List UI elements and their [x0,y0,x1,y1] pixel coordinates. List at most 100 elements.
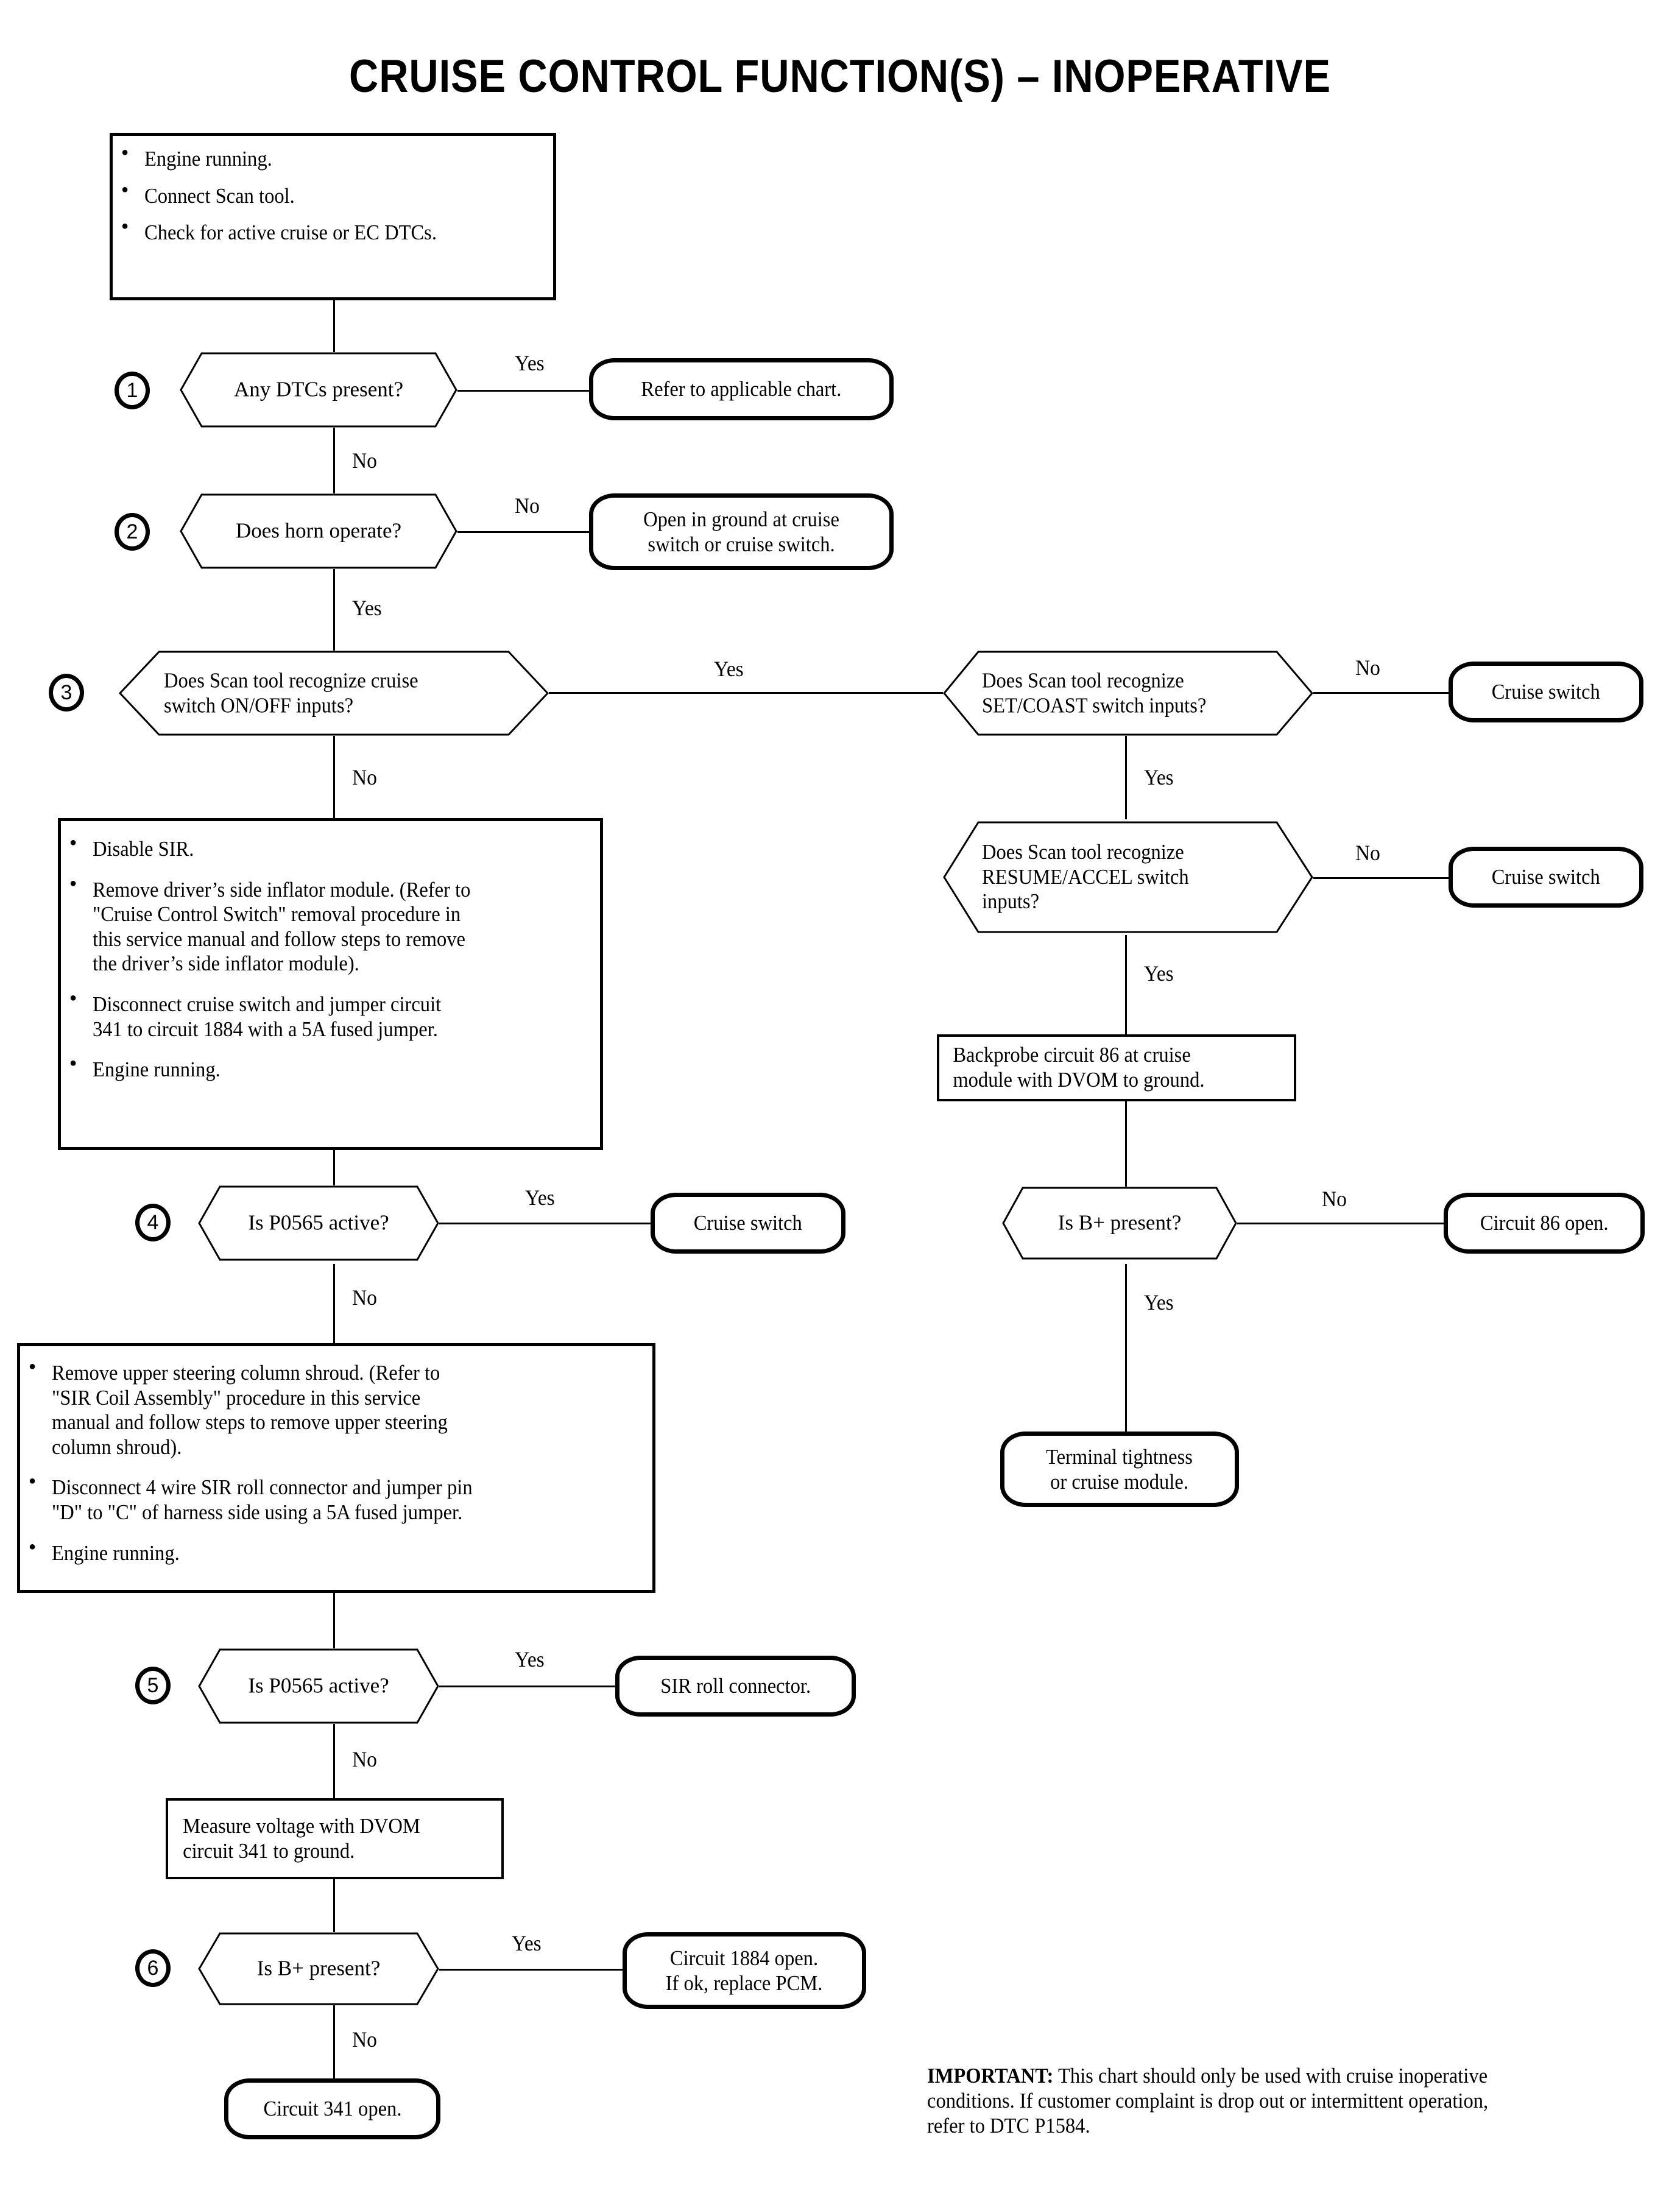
decision-is-p0565-active-step5: Is P0565 active? [198,1648,439,1724]
important-label: IMPORTANT: [927,2064,1054,2088]
branch-label-setcoast-yes: Yes [1144,765,1174,789]
decision-any-dtcs-present: Any DTCs present? [180,352,457,428]
step-badge-3: 3 [49,674,84,711]
result-label: Circuit 341 open. [263,2097,401,2121]
decision-label: Is P0565 active? [248,1673,389,1698]
instruction-measure-voltage-dvom: Measure voltage with DVOM circuit 341 to… [166,1798,504,1879]
connector-step4-to-block2 [333,1264,335,1343]
instruction-block-disable-sir: Disable SIR. Remove driver’s side inflat… [58,818,603,1150]
branch-label-step3-yes: Yes [714,657,744,681]
branch-label-step6-yes: Yes [512,1931,542,1955]
branch-label-step3-no: No [352,765,377,789]
result-circuit-1884-open: Circuit 1884 open. If ok, replace PCM. [623,1932,866,2009]
result-label: Refer to applicable chart. [641,377,842,401]
branch-label-step6-no: No [352,2027,377,2052]
connector-step5-to-measure [333,1713,335,1798]
connector-step3-to-block1 [333,724,335,818]
block1-bullet-2: Disconnect cruise switch and jumper circ… [93,992,442,1041]
connector-start-to-step1 [333,300,335,367]
branch-label-step4-no: No [352,1285,377,1310]
decision-scan-recognize-setcoast-inputs: Does Scan tool recognize SET/COAST switc… [943,651,1313,736]
connector-step1-to-step2 [333,420,335,530]
step-badge-1: 1 [115,372,150,409]
decision-label: Is P0565 active? [248,1210,389,1235]
connector-step4-no [439,1223,655,1224]
result-terminal-tightness-or-cruise-module: Terminal tightness or cruise module. [1000,1432,1239,1507]
branch-label-bplus-right-yes: Yes [1144,1290,1174,1315]
backprobe-text: Backprobe circuit 86 at cruise module wi… [953,1043,1205,1092]
branch-label-step5-yes: Yes [515,1647,545,1672]
branch-label-resume-no: No [1355,841,1380,865]
branch-label-step1-yes: Yes [515,351,545,375]
result-circuit-86-open: Circuit 86 open. [1444,1193,1645,1254]
result-label: Cruise switch [1491,680,1601,704]
block1-bullet-3: Engine running. [93,1057,221,1082]
connector-block2-to-step5 [333,1593,335,1663]
connector-backprobe-to-bplus [1125,1100,1127,1215]
result-open-in-ground-at-cruise-switch: Open in ground at cruise switch or cruis… [589,493,894,570]
decision-is-bplus-present-step6: Is B+ present? [198,1932,439,2005]
result-label: SIR roll connector. [660,1674,811,1698]
branch-label-step2-no: No [515,493,540,518]
connector-step2-no [457,531,591,533]
connector-measure-to-step6 [333,1879,335,1949]
step-badge-6: 6 [135,1949,171,1987]
branch-label-setcoast-no: No [1355,655,1380,680]
start-bullet-1: Connect Scan tool. [144,183,295,208]
measure-text: Measure voltage with DVOM circuit 341 to… [183,1813,420,1863]
result-cruise-switch-resume: Cruise switch [1449,847,1643,908]
decision-scan-recognize-resumeaccel-inputs: Does Scan tool recognize RESUME/ACCEL sw… [943,821,1313,933]
step-badge-5: 5 [135,1667,171,1704]
connector-block1-to-step4 [333,1148,335,1215]
instruction-backprobe-circuit86: Backprobe circuit 86 at cruise module wi… [937,1034,1296,1101]
decision-label: Is B+ present? [1057,1210,1182,1235]
branch-label-bplus-right-no: No [1322,1187,1347,1211]
connector-resume-to-backprobe [1125,935,1127,1036]
decision-label: Does Scan tool recognize cruise switch O… [164,668,418,717]
decision-label: Does Scan tool recognize RESUME/ACCEL sw… [981,840,1189,914]
result-sir-roll-connector: SIR roll connector. [615,1656,856,1717]
result-label: Cruise switch [1491,865,1601,889]
block2-bullet-1: Disconnect 4 wire SIR roll connector and… [52,1475,473,1524]
result-cruise-switch-step4: Cruise switch [651,1193,845,1254]
decision-label: Is B+ present? [256,1956,381,1980]
connector-bplus-to-terminal [1125,1264,1127,1435]
start-bullet-0: Engine running. [144,147,272,171]
connector-bplus-no [1237,1223,1447,1224]
connector-step1-yes [457,390,591,392]
result-label: Terminal tightness or cruise module. [1046,1444,1193,1494]
step-badge-2: 2 [115,513,150,551]
branch-label-step1-no: No [352,448,377,473]
block2-bullet-2: Engine running. [52,1541,180,1565]
connector-step5-yes [439,1686,618,1687]
start-instruction-block: Engine running. Connect Scan tool. Check… [110,133,556,300]
page-title: CRUISE CONTROL FUNCTION(S) – INOPERATIVE [349,51,1331,102]
result-label: Cruise switch [693,1211,803,1235]
decision-scan-recognize-onoff-inputs: Does Scan tool recognize cruise switch O… [118,651,549,736]
decision-does-horn-operate: Does horn operate? [180,493,457,569]
branch-label-step4-yes: Yes [525,1185,555,1210]
result-label: Open in ground at cruise switch or cruis… [643,507,839,556]
decision-label: Does horn operate? [235,518,402,543]
decision-is-p0565-active-step4: Is P0565 active? [198,1185,439,1261]
result-label: Circuit 1884 open. If ok, replace PCM. [666,1946,823,1995]
important-note: IMPORTANT: This chart should only be use… [927,2064,1658,2139]
decision-is-bplus-present-right: Is B+ present? [1002,1187,1237,1260]
block1-bullet-0: Disable SIR. [93,837,194,861]
connector-step6-yes [439,1969,627,1971]
connector-step6-to-circuit341 [333,2001,335,2080]
branch-label-step5-no: No [352,1747,377,1771]
step-badge-4: 4 [135,1204,171,1241]
result-cruise-switch-setcoast: Cruise switch [1449,662,1643,722]
result-circuit-341-open: Circuit 341 open. [224,2078,440,2139]
connector-setcoast-no [1313,692,1453,694]
branch-label-resume-yes: Yes [1144,961,1174,986]
instruction-block-steering-column-shroud: Remove upper steering column shroud. (Re… [17,1343,655,1593]
connector-setcoast-to-resume [1125,725,1127,819]
block1-bullet-1: Remove driver’s side inflator module. (R… [93,877,471,976]
important-text: This chart should only be used with crui… [927,2064,1489,2138]
connector-step2-to-step3 [333,554,335,682]
decision-label: Does Scan tool recognize SET/COAST switc… [981,668,1207,717]
result-refer-to-applicable-chart: Refer to applicable chart. [589,358,894,420]
result-label: Circuit 86 open. [1480,1211,1609,1235]
